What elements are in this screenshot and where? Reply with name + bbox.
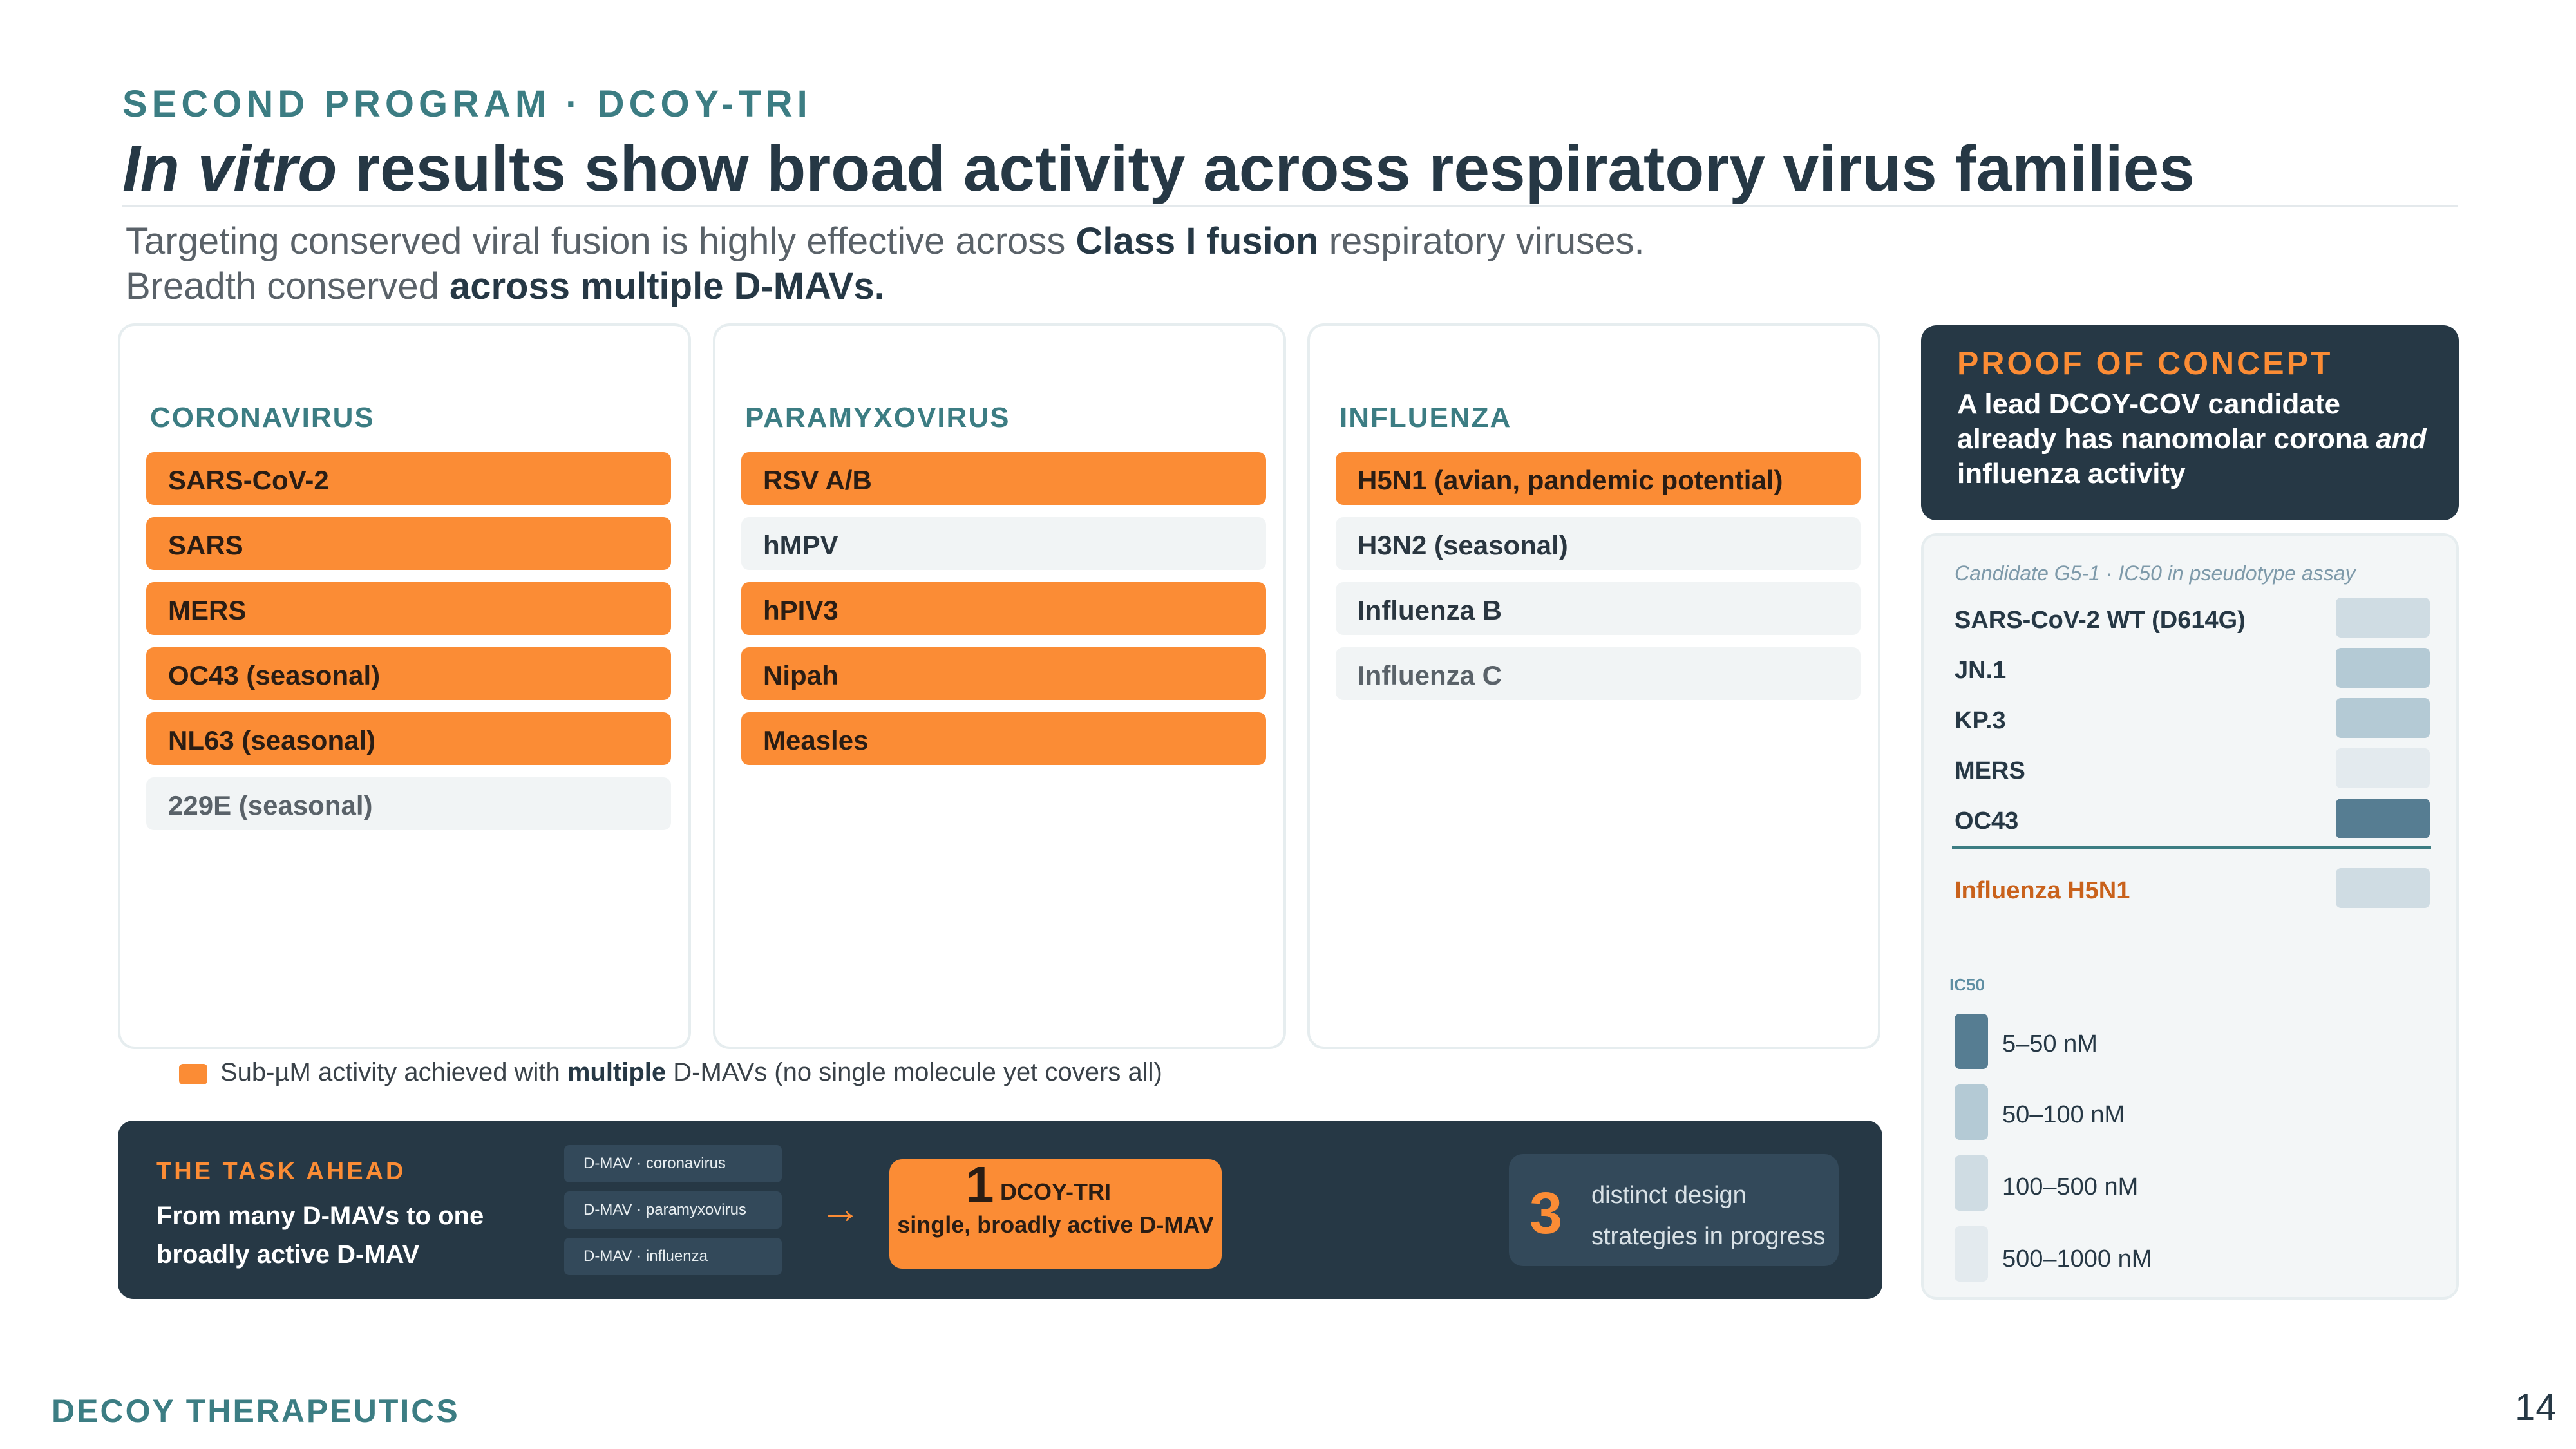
virus-row: 229E (seasonal) [146, 777, 671, 830]
subtitle-1a: Targeting conserved viral fusion is high… [126, 220, 1076, 262]
virus-row: hPIV3 [741, 582, 1266, 635]
proof-heading: PROOF OF CONCEPT [1957, 345, 2333, 381]
ic50-divider [1952, 846, 2431, 849]
subtitle-line-1: Targeting conserved viral fusion is high… [126, 219, 1645, 264]
ic50-bar [2336, 799, 2430, 838]
page-number: 14 [2515, 1387, 2557, 1428]
section-eyebrow: SECOND PROGRAM · DCOY-TRI [122, 83, 812, 125]
ic50-legend-swatch [1955, 1226, 1988, 1282]
dmav-chip-coronavirus: D-MAV · coronavirus [564, 1145, 782, 1182]
virus-row: Nipah [741, 647, 1266, 700]
virus-row: hMPV [741, 517, 1266, 570]
family-heading: INFLUENZA [1340, 402, 1512, 433]
ic50-legend-swatch [1955, 1084, 1988, 1140]
proof-body-italic: and [2376, 423, 2427, 455]
ic50-legend-label: 500–1000 nM [2002, 1245, 2152, 1273]
virus-row: MERS [146, 582, 671, 635]
ic50-legend-swatch [1955, 1014, 1988, 1069]
legend-text-a: Sub-µM activity achieved with [220, 1058, 567, 1086]
title-italic: In vitro [122, 133, 337, 205]
ic50-influenza-label: Influenza H5N1 [1955, 877, 2130, 904]
family-panel-paramyxovirus: PARAMYXOVIRUS RSV A/B hMPV hPIV3 Nipah M… [713, 323, 1286, 1049]
task-body: From many D-MAVs to one broadly active D… [156, 1202, 484, 1269]
ic50-legend-swatch [1955, 1155, 1988, 1211]
family-heading: PARAMYXOVIRUS [745, 402, 1010, 433]
ic50-legend-label: 50–100 nM [2002, 1101, 2125, 1128]
ic50-legend-label: 5–50 nM [2002, 1030, 2098, 1057]
family-panel-coronavirus: CORONAVIRUS SARS-CoV-2 SARS MERS OC43 (s… [118, 323, 691, 1049]
ic50-legend-label: 100–500 nM [2002, 1173, 2139, 1200]
virus-row: H3N2 (seasonal) [1336, 517, 1861, 570]
virus-row: SARS-CoV-2 [146, 452, 671, 505]
subtitle-line-2: Breadth conserved across multiple D-MAVs… [126, 264, 1645, 309]
subtitle-2b: across multiple D-MAVs. [449, 265, 885, 307]
virus-row: OC43 (seasonal) [146, 647, 671, 700]
virus-row: Influenza C [1336, 647, 1861, 700]
subtitle: Targeting conserved viral fusion is high… [126, 219, 1645, 309]
ic50-bar [2336, 698, 2430, 738]
arrow-right-icon: → [820, 1186, 861, 1232]
strategies-card: 3 distinct design strategies in progress [1509, 1154, 1839, 1266]
subtitle-1b: Class I fusion [1075, 220, 1319, 262]
strategies-text: distinct design strategies in progress [1591, 1182, 1826, 1250]
ic50-caption: Candidate G5-1 · IC50 in pseudotype assa… [1955, 562, 2356, 585]
legend-text: Sub-µM activity achieved with multiple D… [220, 1058, 1162, 1087]
ic50-legend-title: IC50 [1949, 975, 1985, 994]
ic50-row-label: KP.3 [1955, 707, 2006, 734]
ic50-row-label: MERS [1955, 757, 2025, 784]
legend-swatch [179, 1064, 207, 1084]
ic50-bar [2336, 748, 2430, 788]
ic50-bar [2336, 598, 2430, 638]
ic50-row-label: JN.1 [1955, 657, 2007, 684]
proof-of-concept-card: PROOF OF CONCEPT A lead DCOY-COV candida… [1921, 325, 2459, 520]
task-heading: THE TASK AHEAD [156, 1158, 406, 1185]
family-heading: CORONAVIRUS [150, 402, 375, 433]
task-ahead-banner: THE TASK AHEAD From many D-MAVs to one b… [118, 1121, 1882, 1299]
ic50-influenza-bar [2336, 868, 2430, 908]
ic50-row-label: OC43 [1955, 808, 2019, 835]
page-title: In vitro results show broad activity acr… [122, 132, 2195, 206]
legend-text-c: D-MAVs (no single molecule yet covers al… [666, 1058, 1162, 1086]
dmav-chip-paramyxovirus: D-MAV · paramyxovirus [564, 1191, 782, 1229]
virus-row: H5N1 (avian, pandemic potential) [1336, 452, 1861, 505]
company-footer: DECOY THERAPEUTICS [52, 1393, 460, 1429]
strategies-number: 3 [1530, 1180, 1563, 1246]
virus-row: SARS [146, 517, 671, 570]
subtitle-1c: respiratory viruses. [1318, 220, 1645, 262]
proof-body-a: A lead DCOY-COV candidate already has na… [1957, 388, 2376, 455]
title-divider [122, 205, 2458, 207]
ic50-row-label: SARS-CoV-2 WT (D614G) [1955, 607, 2246, 634]
subtitle-2a: Breadth conserved [126, 265, 450, 307]
legend-text-b: multiple [567, 1058, 667, 1086]
ic50-bar [2336, 648, 2430, 688]
proof-body: A lead DCOY-COV candidate already has na… [1957, 387, 2447, 491]
virus-row: RSV A/B [741, 452, 1266, 505]
virus-row: NL63 (seasonal) [146, 712, 671, 765]
proof-body-b: influenza activity [1957, 458, 2186, 489]
target-description: single, broadly active D-MAV [897, 1211, 1214, 1238]
title-rest: results show broad activity across respi… [337, 133, 2195, 205]
virus-row: Influenza B [1336, 582, 1861, 635]
target-name: DCOY-TRI [1000, 1179, 1112, 1205]
target-card: 1 DCOY-TRI single, broadly active D-MAV [889, 1156, 1222, 1269]
virus-row: Measles [741, 712, 1266, 765]
family-panel-influenza: INFLUENZA H5N1 (avian, pandemic potentia… [1307, 323, 1880, 1049]
dmav-chip-influenza: D-MAV · influenza [564, 1238, 782, 1275]
target-number: 1 [965, 1156, 994, 1213]
ic50-card: Candidate G5-1 · IC50 in pseudotype assa… [1921, 533, 2459, 1300]
